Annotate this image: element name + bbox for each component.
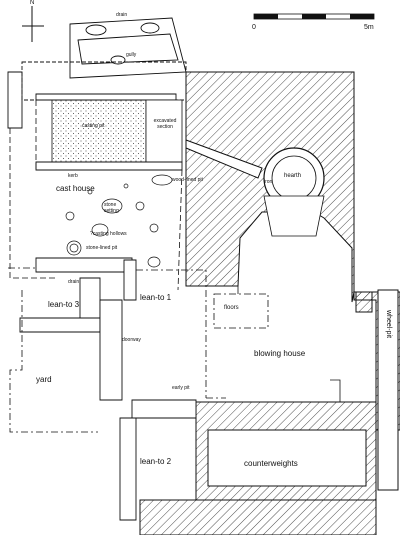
casting-pit-area (51, 99, 183, 163)
wheel-pit (377, 289, 399, 491)
west-wall (7, 61, 187, 129)
blowing-house-interior (237, 286, 341, 402)
excavated-section-text: excavated section (153, 118, 177, 130)
iron-label: iron (264, 179, 273, 185)
north-label: N (30, 0, 35, 6)
blowing-house-label: blowing house (254, 349, 306, 358)
drain-top-label: drain (116, 12, 128, 18)
north-arrow-icon (22, 6, 44, 42)
casting-hollows-label: ?casting hollows (90, 231, 127, 237)
lower-structures (19, 257, 197, 521)
excavated-section-label: excavated section (150, 118, 180, 130)
stone-lined-pit-label: stone-lined pit (86, 245, 118, 251)
wood-lined-pit-label: wood-lined pit (172, 177, 203, 183)
lean-to-2-label: lean-to 2 (140, 457, 172, 466)
scale-max-label: 5m (364, 24, 374, 31)
scale-zero-label: 0 (252, 24, 256, 31)
drain-lower-label: drain (68, 279, 80, 285)
building-outlines (8, 267, 269, 433)
hearth-label: hearth (284, 173, 302, 179)
kerb (35, 161, 183, 171)
hearth-structure (263, 147, 325, 237)
lean-to-1-label: lean-to 1 (140, 293, 172, 302)
yard-label: yard (36, 375, 52, 384)
cast-house-label: cast house (56, 184, 95, 193)
early-pit-label: early pit (172, 385, 190, 391)
wheel-pit-label: wheel-pit (385, 310, 392, 339)
kerb-label: kerb (68, 173, 78, 179)
floors-label: floors (224, 305, 239, 311)
cast-house-outline (9, 100, 183, 291)
scale-bar (253, 13, 375, 20)
gully-label: gully (126, 52, 137, 58)
lean-to-3-label: lean-to 3 (48, 300, 80, 309)
stone-setting-text: stone setting (104, 202, 119, 214)
doorway-label: doorway (122, 337, 141, 343)
drain-gully-stonework (69, 17, 187, 79)
cast-house-features (65, 174, 173, 268)
stone-setting-label: stone setting (104, 202, 126, 214)
counterweights-label: counterweights (244, 459, 298, 468)
casting-pit-label: casting pit (82, 123, 105, 129)
